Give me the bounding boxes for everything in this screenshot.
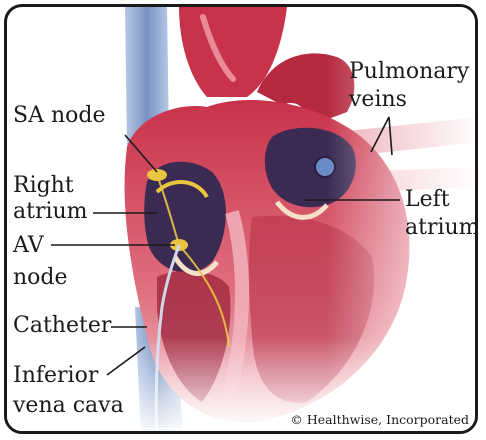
label-right-atrium-line2: atrium [13, 199, 88, 225]
label-pulmonary-veins-line1: Pulmonary [349, 59, 469, 85]
copyright-credit: © Healthwise, Incorporated [290, 412, 469, 427]
label-catheter: Catheter [13, 313, 111, 339]
diagram-frame: SA node Right atrium AV node Catheter In… [4, 4, 478, 434]
label-pulmonary-veins-line2: veins [349, 87, 407, 113]
label-av-node-line2: node [13, 265, 68, 291]
label-left-atrium-line2: atrium [405, 215, 478, 241]
label-sa-node: SA node [13, 103, 105, 129]
label-left-atrium-line1: Left [405, 187, 450, 213]
label-inferior-vena-cava-line2: vena cava [13, 393, 124, 419]
label-inferior-vena-cava-line1: Inferior [13, 363, 98, 389]
label-right-atrium-line1: Right [13, 173, 74, 199]
label-av-node-line1: AV [13, 233, 44, 259]
